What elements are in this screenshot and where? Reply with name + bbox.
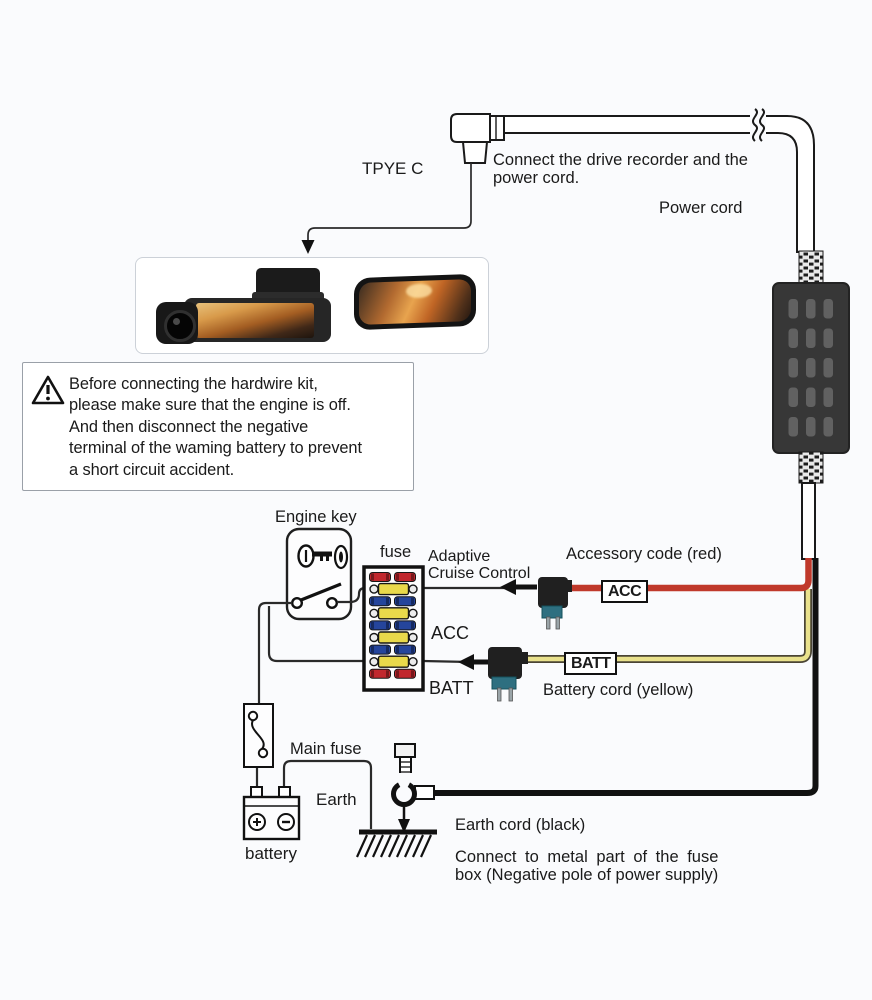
batt-tag: BATT: [564, 652, 618, 675]
earth-cord-wire: [434, 558, 819, 796]
adaptive-cruise-line2: Cruise Control: [428, 565, 531, 582]
switch-to-mainfuse-wire: [257, 601, 292, 704]
hardwire-module: [772, 250, 850, 560]
ring-terminal-icon: [391, 773, 435, 833]
dashcam-mirror-image: [354, 273, 476, 331]
acc-tag: ACC: [601, 580, 649, 603]
fuse-label: fuse: [380, 543, 412, 561]
batt-insert-arrow: [458, 654, 490, 670]
mini-fuse-icon: [369, 596, 391, 607]
mini-fuse-icon: [394, 668, 416, 679]
accessory-cord-label: Accessory code (red): [566, 545, 722, 563]
fuse-rows: [369, 572, 418, 679]
warning-box: Before connecting the hardwire kit, plea…: [22, 362, 414, 491]
dashcam-products-box: [135, 257, 489, 354]
battery-to-ground-wire: [282, 759, 373, 829]
acc-insert-arrow: [500, 579, 537, 595]
left-arrow-icon: [458, 654, 474, 670]
module-slot: [823, 328, 833, 348]
keyhole-icon: [333, 544, 349, 570]
mini-fuse-icon: [369, 644, 391, 655]
branch-to-batt-fuse-wire: [267, 606, 364, 663]
battery-label: battery: [245, 844, 297, 863]
batt-text: BATT: [429, 678, 474, 698]
cable-break-icon: [750, 108, 766, 142]
mini-fuse-icon: [394, 620, 416, 631]
cartridge-fuse-icon: [377, 655, 410, 668]
battery-cord-label: Battery cord (yellow): [543, 681, 694, 699]
warning-line: Before connecting the hardwire kit,: [69, 375, 318, 393]
strain-relief-top: [798, 250, 824, 284]
power-cord-cable: [502, 108, 815, 253]
acc-fuse-tap: [538, 577, 572, 630]
module-slot: [823, 358, 833, 378]
warning-line: And then disconnect the negative: [69, 417, 309, 436]
cartridge-fuse-icon: [377, 631, 410, 644]
module-slot: [788, 299, 798, 319]
down-arrow-icon: [398, 819, 410, 833]
module-slot: [806, 328, 816, 348]
module-slot: [806, 358, 816, 378]
warning-line: please make sure that the engine is off.: [69, 396, 351, 415]
strain-relief-bottom: [798, 451, 824, 484]
module-slot: [806, 417, 816, 437]
power-cord-label: Power cord: [659, 199, 743, 217]
ignition-switch-icon: [291, 582, 342, 610]
acc-text: ACC: [431, 623, 470, 643]
down-arrow-icon: [301, 240, 315, 254]
adaptive-cruise-line1: Adaptive: [428, 548, 491, 565]
bolt-icon: [394, 743, 416, 777]
type-c-connector-icon: [450, 113, 505, 164]
engine-key-box: [285, 527, 353, 621]
battery-cord-wire: [525, 589, 811, 662]
warning-line: terminal of the waming battery to preven…: [69, 439, 362, 458]
earth-cord-label: Earth cord (black): [455, 816, 586, 834]
module-slot: [806, 387, 816, 407]
cartridge-fuse-icon: [377, 582, 410, 596]
mini-fuse-icon: [394, 596, 416, 607]
module-slot: [788, 387, 798, 407]
type-c-leader-line: [301, 163, 472, 254]
module-slots: [788, 299, 833, 437]
module-slot: [788, 358, 798, 378]
module-slot: [823, 417, 833, 437]
battery-icon: [242, 786, 301, 841]
module-slot: [806, 299, 816, 319]
module-slot: [788, 417, 798, 437]
connect-note-line2: power cord.: [493, 169, 580, 187]
main-fuse-label: Main fuse: [290, 740, 362, 758]
circuit-wires: [255, 586, 536, 829]
mini-fuse-icon: [394, 572, 416, 582]
connect-metal-line2: box (Negative pole of power supply): [455, 866, 719, 884]
ground-icon: [355, 829, 437, 858]
batt-fuse-tap: [488, 647, 528, 702]
connect-note-line1: Connect the drive recorder and the: [493, 151, 748, 169]
warning-line: a short circuit accident.: [69, 460, 235, 479]
module-slot: [823, 387, 833, 407]
type-c-label: TPYE C: [362, 159, 424, 178]
earth-label: Earth: [316, 790, 357, 809]
mini-fuse-icon: [394, 644, 416, 655]
engine-key-label: Engine key: [275, 508, 357, 526]
mini-fuse-icon: [369, 572, 391, 582]
module-slot: [788, 328, 798, 348]
left-arrow-icon: [500, 579, 516, 595]
dashcam-screen: [196, 303, 314, 338]
warning-text: Before connecting the hardwire kit, plea…: [69, 374, 362, 481]
accessory-cord-wire: [564, 558, 812, 592]
connect-metal-line1: Connect to metal part of the fuse: [455, 848, 719, 866]
module-tail-cable: [801, 482, 816, 560]
cartridge-fuse-icon: [377, 607, 410, 620]
mini-fuse-icon: [369, 620, 391, 631]
main-fuse-icon: [243, 703, 274, 768]
fuse-box: [362, 565, 425, 692]
module-slot: [823, 299, 833, 319]
key-icon: [297, 544, 332, 568]
mini-fuse-icon: [369, 668, 391, 679]
dashcam-front-image: [156, 266, 336, 344]
switch-to-acc-fuse-wire: [337, 586, 366, 604]
warning-triangle-icon: [31, 375, 65, 405]
